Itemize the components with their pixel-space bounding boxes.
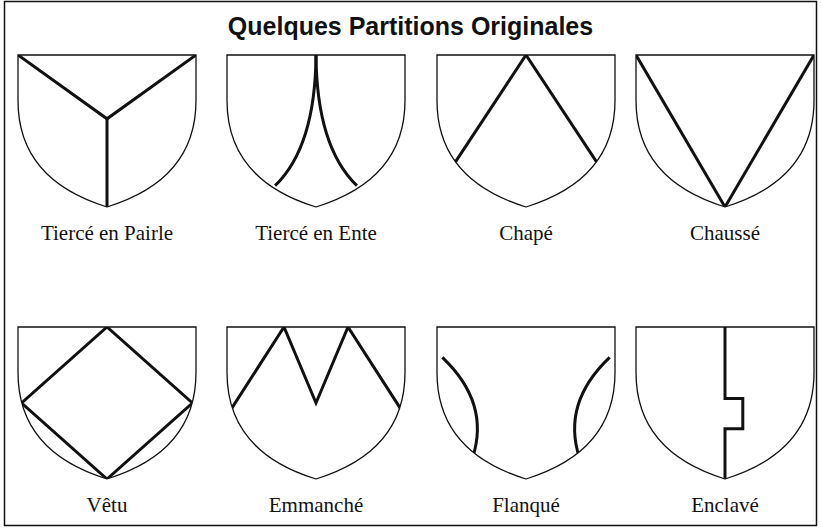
- shield: Tiercé en Ente: [227, 55, 405, 247]
- shield-outline: [18, 55, 196, 207]
- partition-name: Tiercé en Ente: [187, 221, 445, 246]
- partition-line: [725, 327, 743, 482]
- partition-lines: [22, 327, 193, 479]
- partition-line: [316, 52, 357, 186]
- partition-line: [223, 327, 408, 421]
- partition-line: [22, 327, 193, 479]
- partition-line: [442, 357, 477, 457]
- shield-outline: [636, 327, 814, 479]
- partition-lines: [223, 327, 408, 421]
- partition-name: Vêtu: [0, 493, 236, 518]
- partition-name: Flanqué: [397, 493, 655, 518]
- shield: Chaussé: [636, 55, 814, 247]
- shield-border: [437, 327, 615, 479]
- partition-lines: [275, 52, 357, 186]
- partition-line: [636, 55, 725, 207]
- frame-border: [5, 2, 817, 526]
- shield-outline: [636, 55, 814, 207]
- shield: Enclavé: [636, 327, 814, 519]
- shield-outline: [227, 327, 405, 479]
- partition-line: [448, 55, 526, 174]
- partition-name: Tiercé en Pairle: [0, 221, 236, 246]
- partition-line: [526, 55, 604, 174]
- partition-line: [18, 55, 196, 119]
- shield-border: [437, 55, 615, 207]
- partition-line: [575, 357, 610, 457]
- partition-name: Chaussé: [596, 221, 821, 246]
- shield-outline: [227, 55, 405, 207]
- shield: Vêtu: [18, 327, 196, 519]
- shield-border: [227, 55, 405, 207]
- shield-border: [227, 327, 405, 479]
- partition-line: [725, 55, 814, 207]
- shield: Flanqué: [437, 327, 615, 519]
- partition-name: Chapé: [397, 221, 655, 246]
- title: Quelques Partitions Originales: [0, 12, 821, 41]
- shield: Chapé: [437, 55, 615, 247]
- partition-line: [275, 52, 316, 186]
- shield-outline: [437, 55, 615, 207]
- partition-line: [106, 119, 109, 215]
- partition-lines: [725, 327, 743, 482]
- partition-lines: [636, 55, 814, 207]
- shield-border: [18, 327, 196, 479]
- shield-outline: [437, 327, 615, 479]
- partition-name: Enclavé: [596, 493, 821, 518]
- partition-lines: [448, 55, 605, 174]
- shield: Emmanché: [227, 327, 405, 519]
- shield-border: [18, 55, 196, 207]
- partition-lines: [442, 357, 609, 457]
- shield-border: [636, 55, 814, 207]
- shield: Tiercé en Pairle: [18, 55, 196, 247]
- partition-lines: [18, 55, 196, 215]
- shield-outline: [18, 327, 196, 479]
- partition-name: Emmanché: [187, 493, 445, 518]
- shield-border: [636, 327, 814, 479]
